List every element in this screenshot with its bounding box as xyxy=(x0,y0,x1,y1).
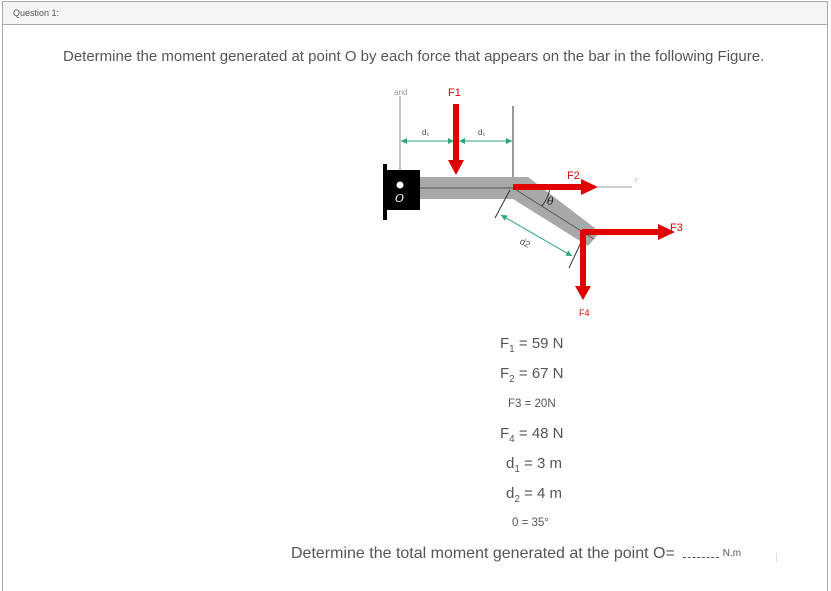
given-d2: d2 = 4 m xyxy=(506,485,563,505)
label-theta: θ xyxy=(547,195,554,208)
label-d2: d2 xyxy=(518,236,532,250)
final-question: Determine the total moment generated at … xyxy=(291,545,741,563)
label-d1-right: d₁ xyxy=(478,128,485,137)
bar-diagram: and F1 d₁ d₁ F2 x' θ F3 d2 F4 O xyxy=(383,87,683,318)
question-number: Question 1: xyxy=(13,8,60,18)
given-f2: F2 = 67 N xyxy=(500,365,564,385)
label-f1: F1 xyxy=(448,87,461,99)
given-f3: F3 = 20N xyxy=(508,398,556,410)
answer-blank[interactable] xyxy=(682,545,719,558)
given-theta: 0 = 35° xyxy=(512,517,549,529)
text-cursor-mark xyxy=(776,553,777,562)
label-o: O xyxy=(395,192,404,205)
given-d1: d1 = 3 m xyxy=(506,455,563,475)
question-prompt: Determine the moment generated at point … xyxy=(63,48,765,65)
given-f4: F4 = 48 N xyxy=(500,425,564,445)
given-f1: F1 = 59 N xyxy=(500,335,564,355)
label-and: and xyxy=(394,88,407,97)
answer-unit: N.m xyxy=(722,548,742,559)
bar-figure: and F1 d₁ d₁ F2 x' θ F3 d2 F4 O xyxy=(370,80,710,325)
label-x-axis: x' xyxy=(634,177,639,184)
label-f4: F4 xyxy=(579,308,590,318)
label-f3: F3 xyxy=(670,222,683,234)
label-f2: F2 xyxy=(567,170,580,182)
question-header: Question 1: xyxy=(3,2,827,25)
final-question-text: Determine the total moment generated at … xyxy=(291,545,675,562)
label-d1-left: d₁ xyxy=(422,128,429,137)
